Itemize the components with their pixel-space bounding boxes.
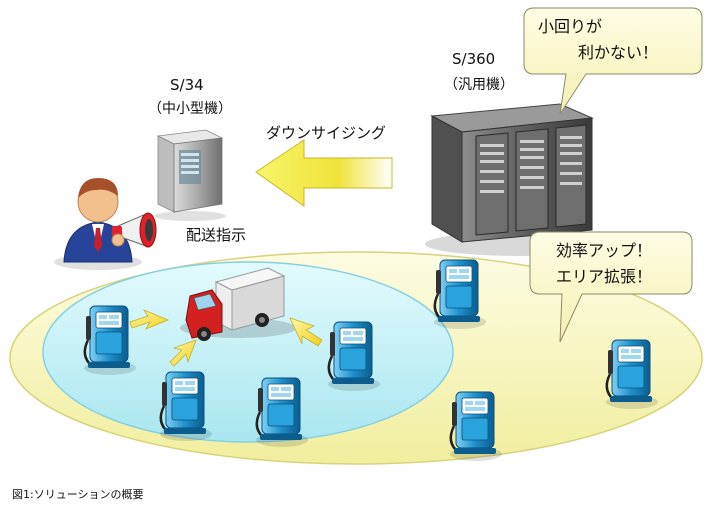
callout-top-line2: 利かない！ <box>578 43 659 62</box>
downsizing-arrow <box>255 139 393 207</box>
delivery-arrow-right <box>289 317 323 347</box>
s34-type-label: （中小型機） <box>148 101 232 117</box>
fuel-pump-icon <box>326 320 382 393</box>
fuel-pump-icon <box>254 376 310 449</box>
fuel-pump-icon <box>448 390 504 463</box>
inner-area-ellipse <box>42 261 454 443</box>
operator-with-megaphone-icon <box>54 178 157 270</box>
s34-name-label: S/34 <box>170 76 204 94</box>
fuel-pump-icon <box>432 258 488 331</box>
s34-server-icon <box>154 129 226 221</box>
s360-type-label: （汎用機） <box>444 77 514 93</box>
fuel-pump-icon <box>158 370 214 443</box>
fuel-pump-icon <box>604 338 660 411</box>
callout-right <box>529 231 693 343</box>
delivery-arrow-down <box>169 339 197 367</box>
delivery-arrow-left <box>129 309 170 330</box>
callout-right-line1: 効率アップ！ <box>556 241 653 260</box>
fuel-pump-icon <box>82 304 138 377</box>
dispatch-label: 配送指示 <box>186 226 247 244</box>
callout-right-line2: エリア拡張！ <box>556 267 653 286</box>
figure-caption: 図1:ソリューションの概要 <box>12 488 144 501</box>
downsizing-label: ダウンサイジング <box>266 124 387 142</box>
s360-name-label: S/360 <box>452 50 496 68</box>
callout-top <box>523 7 703 115</box>
delivery-truck-icon <box>180 267 296 341</box>
delivery-arrows <box>129 309 323 367</box>
s360-mainframe-icon <box>425 103 615 256</box>
callout-top-line1: 小回りが <box>538 17 603 36</box>
